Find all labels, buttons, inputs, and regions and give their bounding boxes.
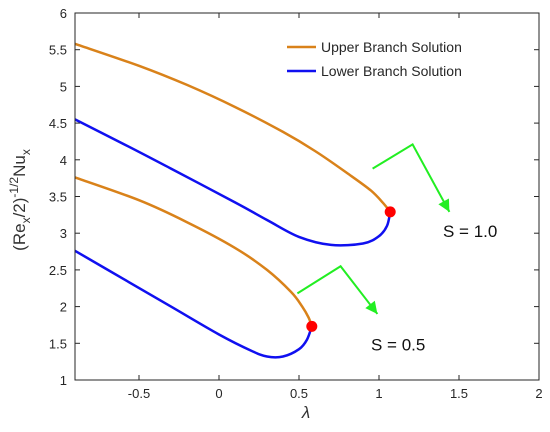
x-axis-label: λ <box>301 403 310 422</box>
series-line <box>74 176 313 327</box>
y-label-part: /2) <box>10 198 29 218</box>
x-tick-label: 0.5 <box>290 386 308 401</box>
y-tick-label: 6 <box>60 6 67 21</box>
y-axis-label: (Rex/2)-1/2Nux <box>7 149 33 251</box>
arrowhead <box>438 198 450 212</box>
legend-label: Upper Branch Solution <box>321 39 462 55</box>
annotation-label: S = 1.0 <box>443 222 497 241</box>
y-label-sub: x <box>19 217 33 223</box>
y-tick-label: 5.5 <box>49 43 67 58</box>
y-tick-label: 3 <box>60 226 67 241</box>
x-tick-label: 1 <box>375 386 382 401</box>
axes: -0.5 0 0.5 1 1.5 2 1 1.5 2 2.5 3 3.5 4 4.5 5 5.5 6 <box>49 6 543 401</box>
y-label-sub: x <box>19 149 33 155</box>
y-label-sup: -1/2 <box>7 177 21 198</box>
plot-area: S = 1.0 S = 0.5 <box>74 42 497 359</box>
y-tick-label: 1 <box>60 373 67 388</box>
y-tick-label: 4.5 <box>49 116 67 131</box>
y-tick-label: 2.5 <box>49 263 67 278</box>
legend-label: Lower Branch Solution <box>321 63 462 79</box>
annotation-arrow <box>372 142 451 213</box>
y-tick-label: 5 <box>60 79 67 94</box>
annotation-arrow <box>296 264 379 315</box>
x-tick-label: 1.5 <box>450 386 468 401</box>
x-tick-label: 0 <box>215 386 222 401</box>
turning-point-marker <box>306 320 318 332</box>
x-tick-label: -0.5 <box>128 386 150 401</box>
turning-point-marker <box>384 206 396 218</box>
annotation-label: S = 0.5 <box>371 336 425 355</box>
arrowhead <box>365 300 378 314</box>
y-tick-label: 2 <box>60 300 67 315</box>
y-label-part: Nu <box>10 155 29 177</box>
y-label-part: (Re <box>10 223 29 250</box>
y-tick-label: 3.5 <box>49 190 67 205</box>
series-line <box>74 42 392 213</box>
y-tick-label: 4 <box>60 153 67 168</box>
y-tick-label: 1.5 <box>49 336 67 351</box>
series-line <box>74 249 313 359</box>
series-line <box>74 118 392 247</box>
x-tick-label: 2 <box>535 386 542 401</box>
